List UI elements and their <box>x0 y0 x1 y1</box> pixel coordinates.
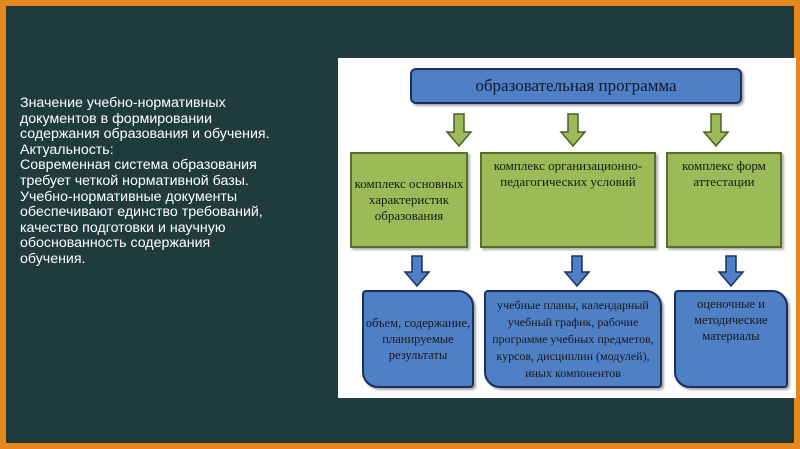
curricula-box: учебные планы, календарный учебный графи… <box>484 290 662 388</box>
text-line: содержания образования и обучения. <box>20 126 270 143</box>
text-line: Актуальность: <box>20 141 114 158</box>
slide: Значение учебно-нормативных документов в… <box>6 6 796 443</box>
text-line: обучения. <box>20 250 86 267</box>
materials-box: оценочные и методические материалы <box>674 290 788 388</box>
program-title-box: образовательная программа <box>410 68 742 104</box>
program-diagram: образовательная программа комплекс основ… <box>338 58 796 398</box>
arrow-down-icon <box>563 255 591 288</box>
attestation-box: комплекс форм аттестации <box>666 152 782 248</box>
characteristics-box: комплекс основных характеристик образова… <box>350 152 468 248</box>
text-line: обеспечивают единство требований, <box>20 204 263 221</box>
text-line: Современная система образования <box>20 157 257 174</box>
arrows-layer <box>403 113 745 288</box>
description-text: Значение учебно-нормативных документов в… <box>20 95 330 268</box>
arrow-down-icon <box>403 255 431 288</box>
arrow-down-icon <box>717 255 745 288</box>
text-line: качество подготовки и научную <box>20 219 226 236</box>
text-line: Учебно-нормативные документы <box>20 188 238 205</box>
arrow-down-icon <box>559 113 587 148</box>
content-box: объем, содержание, планируемые результат… <box>362 290 474 388</box>
text-line: документов в формировании <box>20 110 213 127</box>
text-line: обоснованность содержания <box>20 235 211 252</box>
arrow-down-icon <box>702 113 730 148</box>
arrow-down-icon <box>445 113 473 148</box>
conditions-box: комплекс организационно-педагогических у… <box>480 152 656 248</box>
text-line: требует четкой нормативной базы. <box>20 172 249 189</box>
text-line: Значение учебно-нормативных <box>20 95 226 111</box>
